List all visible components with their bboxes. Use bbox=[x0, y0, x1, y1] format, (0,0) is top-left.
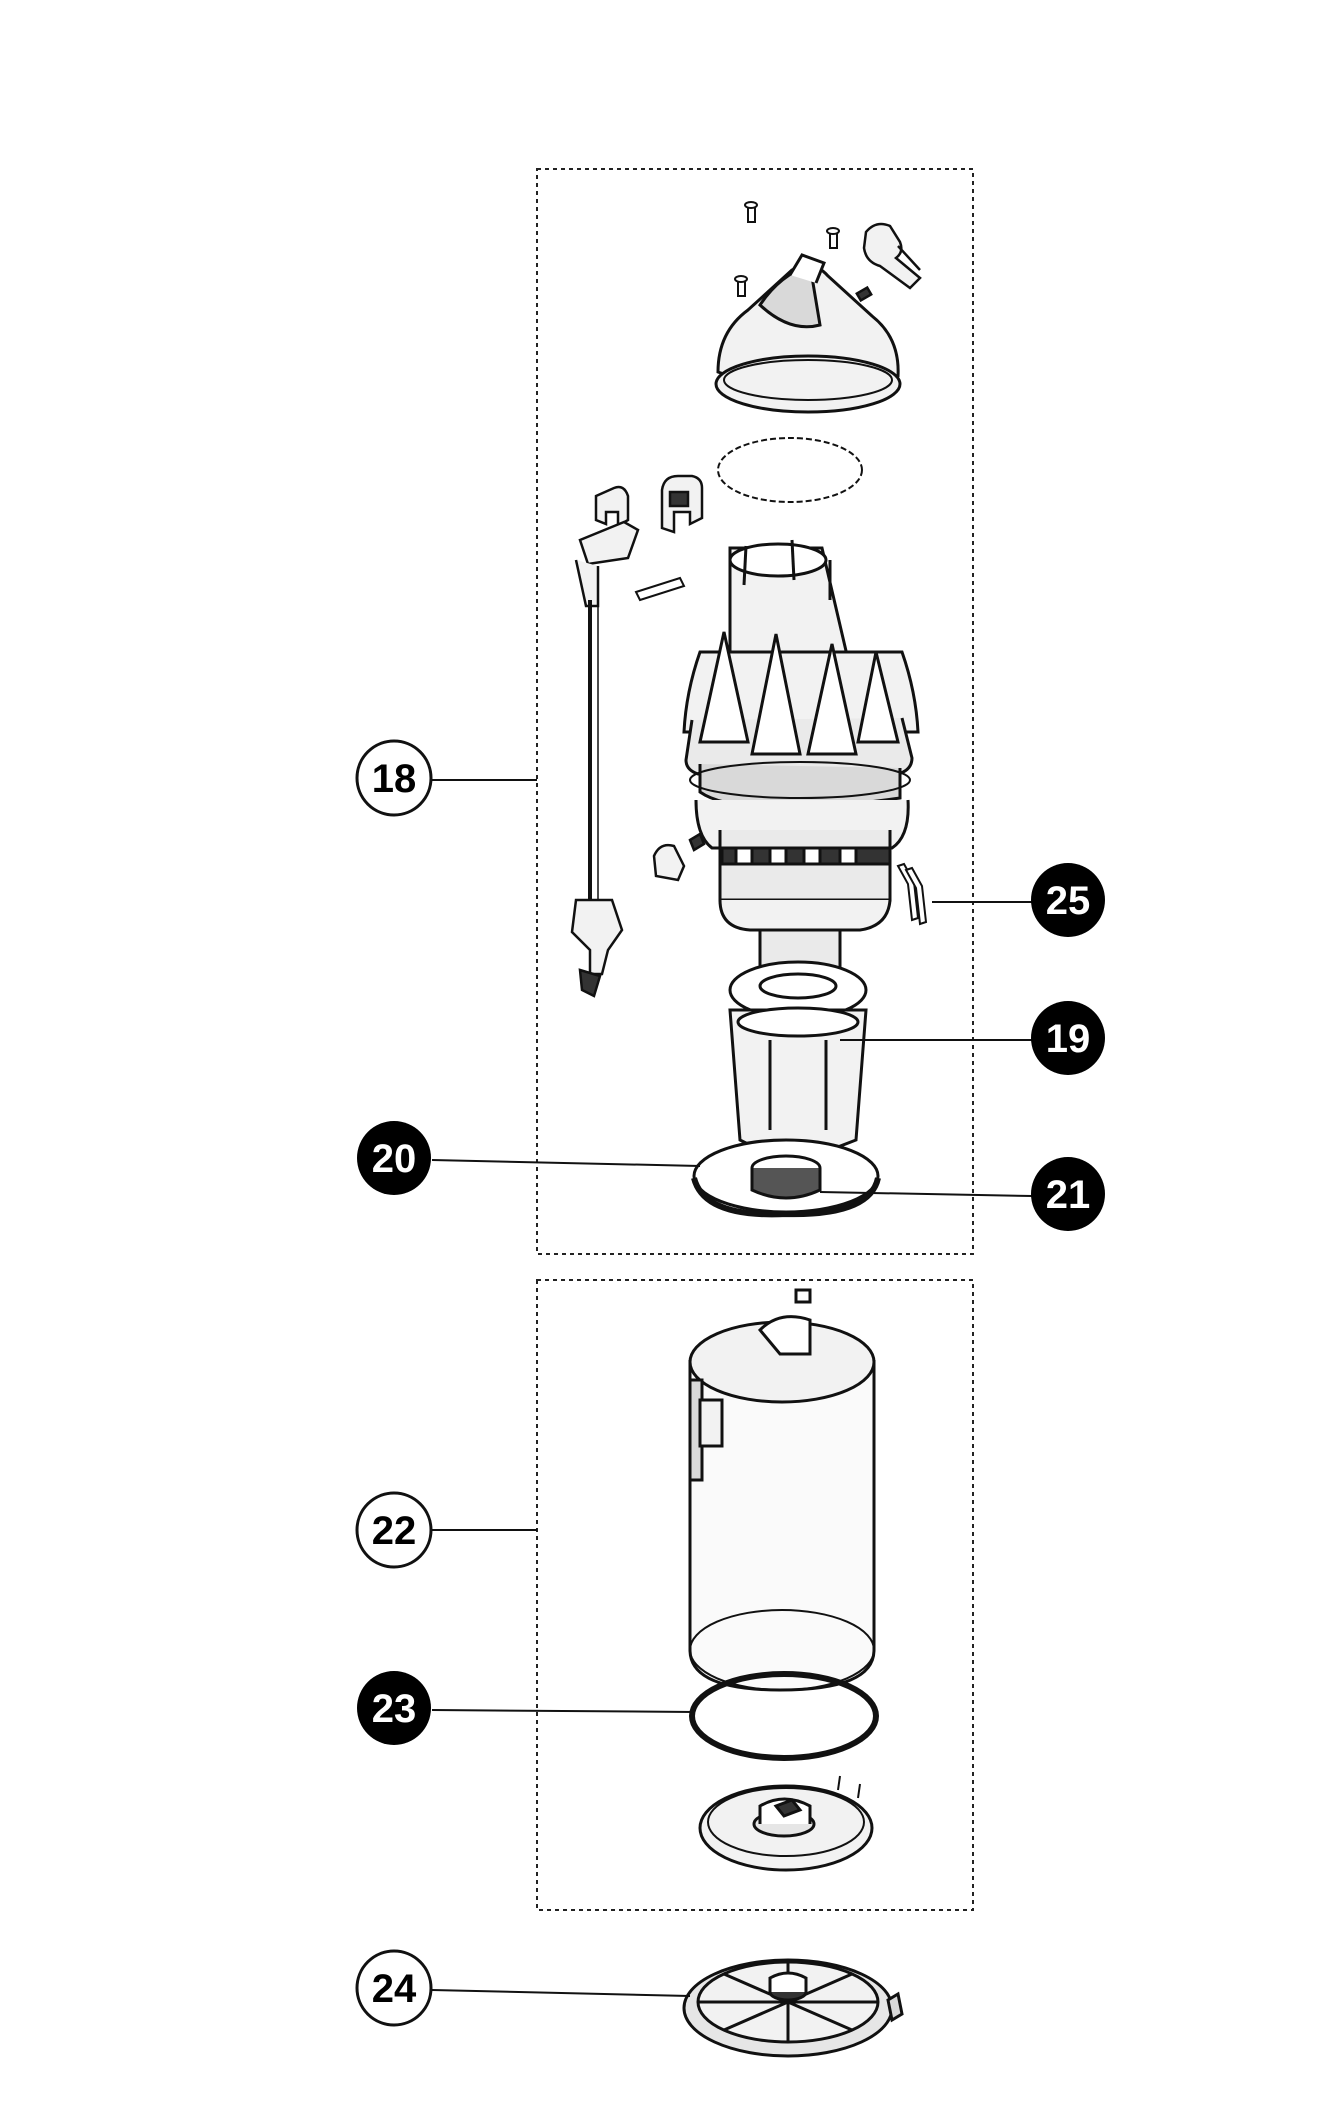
seal-ring-upper bbox=[728, 960, 868, 1020]
release-catch bbox=[652, 832, 706, 882]
callout-23: 23 bbox=[357, 1671, 431, 1745]
spring-clip bbox=[634, 576, 686, 602]
part-25-seal-strip bbox=[896, 862, 928, 926]
leader-21 bbox=[819, 1191, 1033, 1197]
callout-20-label: 20 bbox=[372, 1137, 417, 1181]
assembly-box-upper bbox=[536, 168, 974, 1255]
callout-25: 25 bbox=[1031, 863, 1105, 937]
callout-19-label: 19 bbox=[1046, 1017, 1091, 1061]
leader-20 bbox=[431, 1159, 701, 1167]
cyclone-cone-pack bbox=[682, 539, 920, 810]
leader-lines bbox=[431, 779, 1033, 1997]
callout-20: 20 bbox=[357, 1121, 431, 1195]
release-button-small bbox=[660, 474, 704, 534]
callout-21: 21 bbox=[1031, 1157, 1105, 1231]
leader-24 bbox=[431, 1989, 691, 1997]
clear-bin bbox=[688, 1288, 876, 1692]
callout-23-label: 23 bbox=[372, 1687, 417, 1731]
bin-cone-frame bbox=[728, 1006, 868, 1152]
latch-clip-top-right bbox=[855, 222, 922, 303]
callout-21-label: 21 bbox=[1046, 1173, 1091, 1217]
callout-19: 19 bbox=[1031, 1001, 1105, 1075]
callout-18-label: 18 bbox=[372, 757, 417, 801]
base-shroud-seal bbox=[691, 1138, 881, 1218]
callout-24: 24 bbox=[355, 1949, 433, 2027]
screws-top bbox=[734, 201, 840, 297]
trigger-rod-assembly bbox=[570, 485, 640, 998]
callout-24-label: 24 bbox=[372, 1967, 417, 2011]
callout-22: 22 bbox=[355, 1491, 433, 1569]
bin-seal-ring-23 bbox=[689, 1671, 879, 1761]
callout-18: 18 bbox=[355, 739, 433, 817]
assembly-box-lower bbox=[536, 1279, 974, 1911]
callout-25-label: 25 bbox=[1046, 879, 1091, 923]
bin-base-24 bbox=[682, 1958, 904, 2058]
callout-22-label: 22 bbox=[372, 1509, 417, 1553]
cyclone-top-cover bbox=[714, 253, 902, 414]
bin-base-lid bbox=[698, 1775, 874, 1872]
filter-gasket bbox=[717, 437, 863, 503]
leader-23 bbox=[431, 1709, 695, 1713]
